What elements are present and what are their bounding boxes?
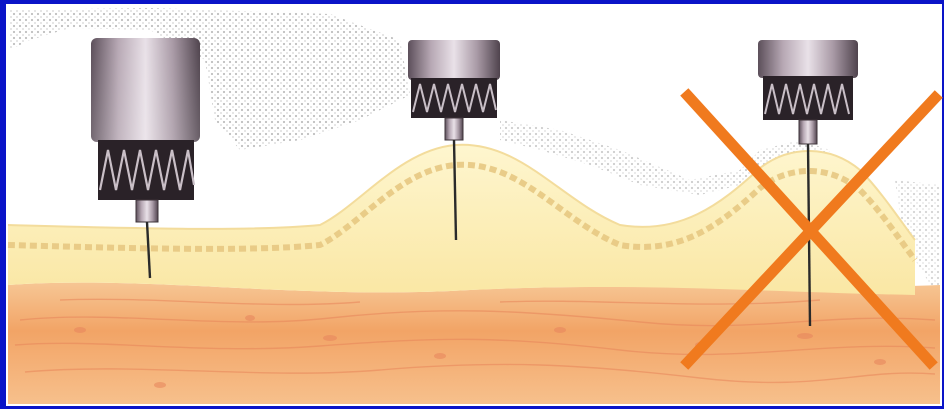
insulin-injection-diagram xyxy=(0,0,944,409)
diagram-canvas xyxy=(0,0,944,409)
